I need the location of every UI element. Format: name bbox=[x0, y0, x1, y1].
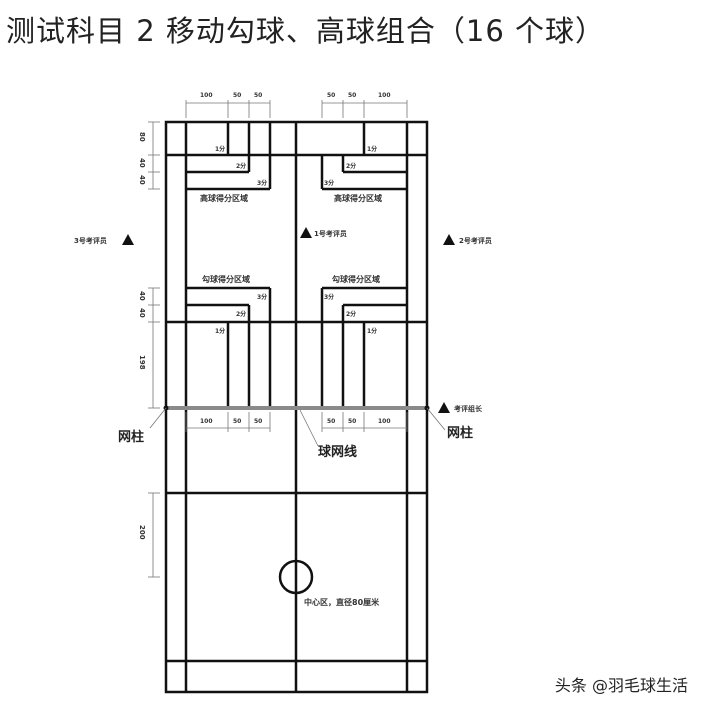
high-zone-label-right: 高球得分区域 bbox=[334, 194, 382, 203]
score-high-right-2: 2分 bbox=[346, 163, 357, 170]
dim-left-40d: 40 bbox=[138, 308, 146, 318]
referee-2-marker-icon bbox=[443, 234, 455, 245]
dim-net-left-100: 100 bbox=[200, 418, 213, 425]
dim-net-right-50a: 50 bbox=[327, 418, 336, 425]
referee-2-label: 2号考评员 bbox=[459, 237, 492, 245]
dim-left-80: 80 bbox=[138, 132, 146, 142]
referee-3-label: 3号考评员 bbox=[74, 237, 107, 245]
dim-left-198: 198 bbox=[138, 355, 146, 370]
dim-net-left-50a: 50 bbox=[233, 418, 242, 425]
score-drop-right-3: 3分 bbox=[324, 294, 335, 301]
score-drop-right-2: 2分 bbox=[346, 311, 357, 318]
dim-left-40b: 40 bbox=[138, 175, 146, 185]
net-post-right-label: 网柱 bbox=[447, 426, 474, 441]
dim-top-right-50a: 50 bbox=[327, 92, 336, 99]
dim-top-left-50b: 50 bbox=[254, 92, 263, 99]
referee-1-marker-icon bbox=[300, 227, 312, 238]
score-high-left-2: 2分 bbox=[236, 163, 247, 170]
drop-zone-label-left: 勾球得分区域 bbox=[202, 275, 250, 284]
score-high-right-1: 1分 bbox=[367, 146, 378, 153]
dim-net-right-100: 100 bbox=[378, 418, 391, 425]
net-post-left-label: 网柱 bbox=[118, 430, 145, 445]
dim-top-right-50b: 50 bbox=[348, 92, 357, 99]
center-zone-circle bbox=[278, 559, 314, 595]
referee-3-marker-icon bbox=[122, 234, 134, 245]
drop-zone-label-right: 勾球得分区域 bbox=[332, 275, 380, 284]
dim-left-200: 200 bbox=[138, 525, 146, 540]
dim-top-left-100: 100 bbox=[200, 92, 213, 99]
score-high-right-3: 3分 bbox=[324, 180, 335, 187]
page-title: 测试科目 2 移动勾球、高球组合（16 个球） bbox=[6, 14, 606, 48]
dim-net-left-50b: 50 bbox=[254, 418, 263, 425]
dim-left-40c: 40 bbox=[138, 291, 146, 301]
score-high-left-3: 3分 bbox=[257, 180, 268, 187]
score-drop-right-1: 1分 bbox=[367, 328, 378, 335]
dim-net-right-50b: 50 bbox=[348, 418, 357, 425]
score-high-left-1: 1分 bbox=[215, 146, 226, 153]
dim-top-left-50a: 50 bbox=[233, 92, 242, 99]
dim-top-right-100: 100 bbox=[378, 92, 391, 99]
referee-1-label: 1号考评员 bbox=[314, 230, 347, 238]
net-line-label: 球网线 bbox=[318, 445, 358, 460]
watermark: 头条 @羽毛球生活 bbox=[554, 676, 688, 695]
score-drop-left-2: 2分 bbox=[236, 311, 247, 318]
chief-referee-label: 考评组长 bbox=[454, 405, 482, 413]
high-zone-label-left: 高球得分区域 bbox=[200, 194, 248, 203]
dim-left-40a: 40 bbox=[138, 158, 146, 168]
score-drop-left-1: 1分 bbox=[215, 328, 226, 335]
chief-referee-marker-icon bbox=[438, 402, 450, 413]
score-drop-left-3: 3分 bbox=[257, 294, 268, 301]
center-zone-label: 中心区，直径80厘米 bbox=[304, 598, 380, 607]
